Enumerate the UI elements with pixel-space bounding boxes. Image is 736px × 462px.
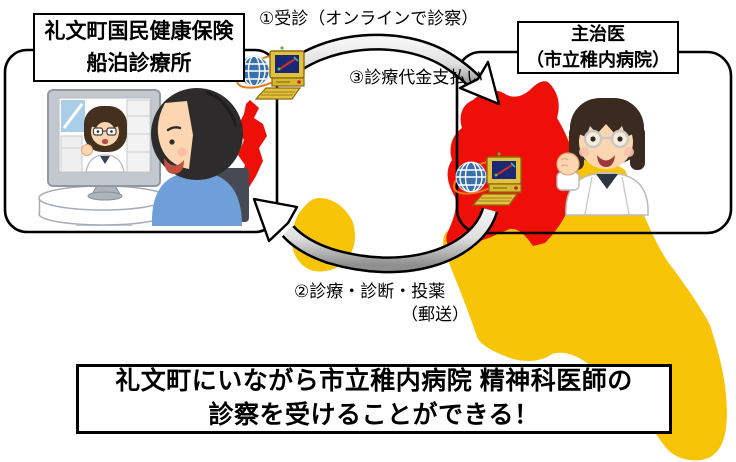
summary-banner: 礼文町にいながら市立稚内病院 精神科医師の 診察を受けることができる！ xyxy=(76,364,672,434)
clinic-name-line1: 礼文町国民健康保険 xyxy=(44,20,234,43)
video-call-monitor xyxy=(47,89,161,201)
patient-figure xyxy=(151,88,249,226)
summary-banner-line2: 診察を受けることができる！ xyxy=(208,401,540,429)
doctor-figure xyxy=(556,98,649,216)
clinic-name-line2: 船泊診療所 xyxy=(86,51,192,75)
mail-return-arrow xyxy=(252,197,499,274)
step3-payment-label: ③診療代金支払い xyxy=(349,68,484,87)
attending-doctor-box: 主治医 （市立稚内病院） xyxy=(517,21,679,74)
clinic-name-box: 礼文町国民健康保険 船泊診療所 xyxy=(33,13,245,82)
rebun-island-highlight xyxy=(237,100,267,189)
step1-consultation-label: ①受診（オンラインで診察） xyxy=(259,9,479,28)
doctor-title-line1: 主治医 xyxy=(571,24,625,45)
step2-treatment-label: ②診療・診断・投薬 xyxy=(294,282,446,301)
online-consultation-arrow xyxy=(276,33,501,106)
summary-banner-line1: 礼文町にいながら市立稚内病院 精神科医師の xyxy=(115,367,633,396)
remote-doctor-figure xyxy=(81,106,127,172)
doctor-title-line2: （市立稚内病院） xyxy=(526,49,670,70)
step2-mail-note: （郵送） xyxy=(401,305,469,324)
telemedicine-scene xyxy=(38,88,249,226)
